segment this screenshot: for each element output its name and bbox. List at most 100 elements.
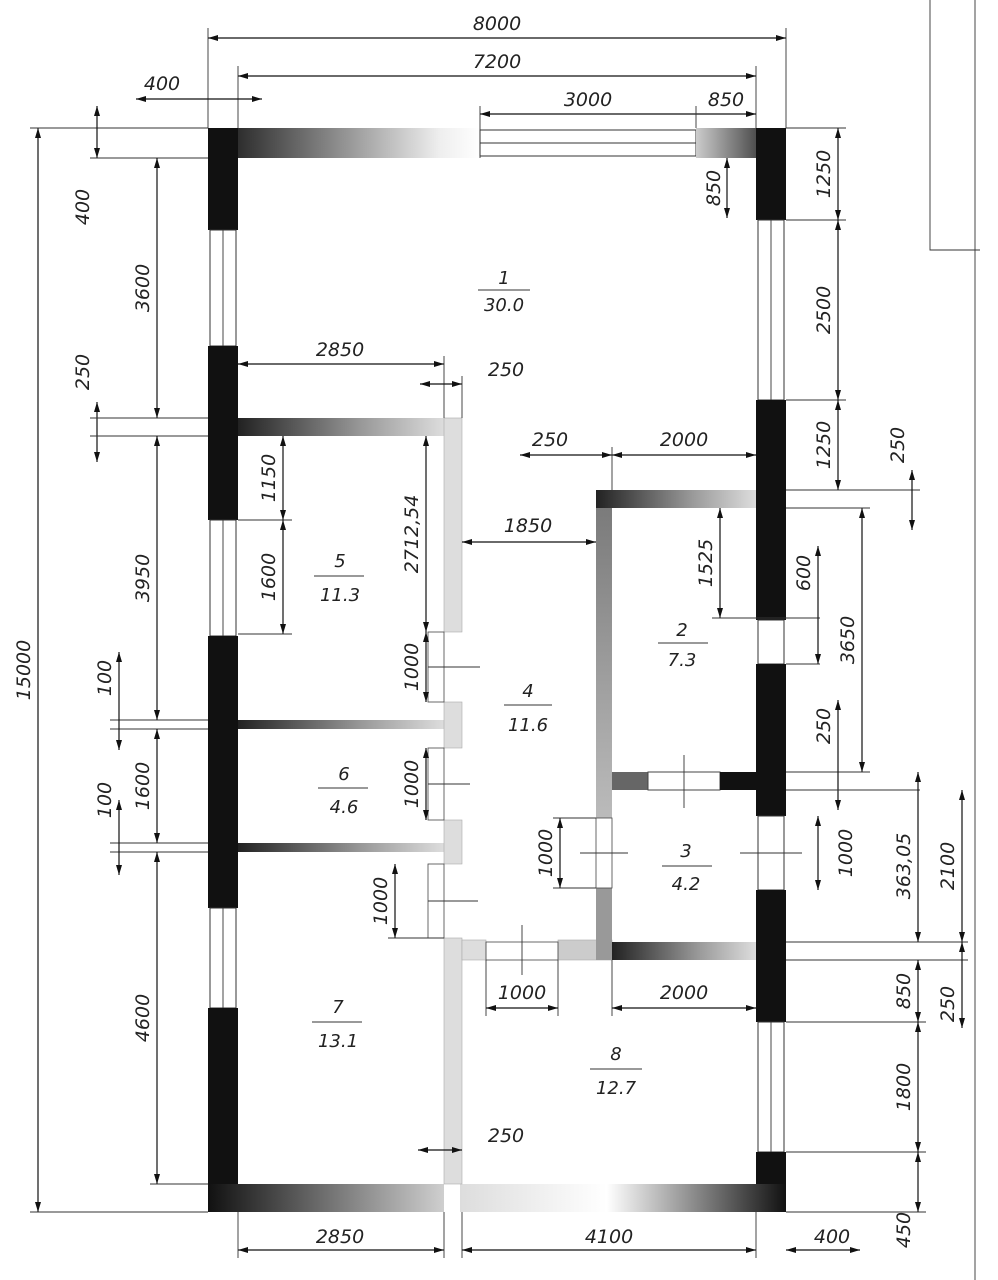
dimension-arrowhead: [835, 800, 841, 810]
room-6: 6 4.6: [318, 764, 368, 818]
left-wall-seg1: [208, 128, 238, 230]
dimension-arrowhead: [835, 400, 841, 410]
dimension-lines: [30, 28, 968, 1258]
bottom-wall-left: [208, 1184, 444, 1212]
dim-top-right-pier-vertical: 850: [703, 170, 725, 206]
partition-room2-left: [596, 490, 612, 818]
dim-top-overall: 8000: [473, 13, 521, 35]
dimension-arrowhead: [208, 35, 218, 41]
dim-wall-250-a: 250: [488, 359, 524, 381]
dimension-arrowhead: [612, 452, 622, 458]
right-wall-seg4: [756, 890, 786, 1022]
dimension-arrowhead: [909, 470, 915, 480]
dimension-arrowhead: [835, 128, 841, 138]
dim-room5-1600: 1600: [258, 553, 280, 601]
dimension-arrowhead: [452, 381, 462, 387]
dimension-arrowhead: [717, 508, 723, 518]
dim-room3-door-left: 1000: [535, 829, 557, 877]
walls: [208, 128, 802, 1212]
dim-right-450: 450: [893, 1212, 915, 1248]
dim-right-250: 250: [887, 427, 909, 463]
dimension-arrowhead: [915, 772, 921, 782]
room-area: 7.3: [668, 650, 697, 671]
room-area: 4.6: [330, 797, 359, 818]
dimension-arrowhead: [94, 148, 100, 158]
dim-room3-363: 363,05: [893, 833, 915, 899]
dimension-arrowhead: [423, 436, 429, 446]
dimension-arrowhead: [850, 1247, 860, 1253]
dimension-arrowhead: [154, 852, 160, 862]
partition-room1-room5: [238, 418, 444, 436]
right-wall-seg1: [756, 128, 786, 220]
room-area: 11.6: [508, 715, 548, 736]
dimension-arrowhead: [717, 608, 723, 618]
dimension-arrowhead: [776, 35, 786, 41]
bottom-wall-right: [460, 1184, 786, 1212]
dimension-labels: 8000 7200 400 3000 850 2850 250 250 2000…: [13, 13, 959, 1248]
dimension-arrowhead: [746, 1005, 756, 1011]
dim-room3-door-right: 1000: [835, 829, 857, 877]
dimension-arrowhead: [859, 508, 865, 518]
dimension-arrowhead: [557, 878, 563, 888]
dimension-arrowhead: [835, 220, 841, 230]
dim-bottom-2850: 2850: [316, 1226, 364, 1248]
dimension-arrowhead: [94, 452, 100, 462]
dim-room2-2000: 2000: [660, 429, 708, 451]
room-8: 8 12.7: [590, 1044, 642, 1099]
dimension-arrowhead: [557, 818, 563, 828]
room-number: 5: [334, 551, 345, 572]
dimension-arrowhead: [392, 928, 398, 938]
dimension-arrowhead: [959, 790, 965, 800]
dim-room8-door: 1000: [498, 982, 546, 1004]
right-wall-seg2: [756, 400, 786, 620]
dim-door-1000-a: 1000: [401, 643, 423, 691]
room-5: 5 11.3: [314, 551, 364, 606]
dimension-arrowhead: [724, 208, 730, 218]
dim-right-2500: 2500: [813, 286, 835, 334]
dimension-arrowhead: [915, 1152, 921, 1162]
dim-left-total: 15000: [13, 640, 35, 700]
dimension-arrowhead: [915, 960, 921, 970]
dimension-arrowhead: [959, 942, 965, 952]
dimension-arrowhead: [909, 520, 915, 530]
dimension-arrowhead: [136, 96, 146, 102]
dimension-arrowhead: [154, 729, 160, 739]
dim-bottom-400: 400: [814, 1226, 850, 1248]
dimension-arrowhead: [835, 700, 841, 710]
dimension-arrowhead: [154, 710, 160, 720]
dimension-arrowhead: [612, 1005, 622, 1011]
dimension-arrowhead: [423, 622, 429, 632]
dim-top-right-pier: 850: [708, 89, 744, 111]
dimension-arrowhead: [724, 158, 730, 168]
left-wall-seg2: [208, 346, 238, 520]
dimension-arrowhead: [420, 381, 430, 387]
dimension-arrowhead: [238, 361, 248, 367]
dimension-arrowhead: [154, 833, 160, 843]
dimension-arrowhead: [154, 158, 160, 168]
dimension-arrowhead: [116, 652, 122, 662]
dimension-arrowhead: [480, 111, 490, 117]
dim-room2-3650: 3650: [837, 616, 859, 664]
dimension-arrowhead: [746, 1247, 756, 1253]
dim-door-1000-b: 1000: [401, 760, 423, 808]
dim-left-250: 250: [72, 354, 94, 390]
dimension-arrowhead: [835, 210, 841, 220]
dim-door-1000-c: 1000: [370, 877, 392, 925]
dimension-arrowhead: [116, 740, 122, 750]
dimension-arrowhead: [915, 1202, 921, 1212]
dimension-arrowhead: [116, 800, 122, 810]
dimension-arrowhead: [280, 624, 286, 634]
partition-room6-room7: [238, 843, 444, 852]
room-area: 12.7: [596, 1078, 637, 1099]
dim-room5-2712: 2712,54: [401, 495, 423, 574]
sheet-frame: [929, 0, 980, 251]
dimension-arrowhead: [786, 1247, 796, 1253]
dim-top-inner: 7200: [473, 51, 521, 73]
dimension-arrowhead: [423, 632, 429, 642]
dimension-arrowhead: [252, 96, 262, 102]
dim-room2-250: 250: [813, 708, 835, 744]
partition-room3-bottom: [612, 942, 756, 960]
dim-left-3950: 3950: [132, 554, 154, 602]
room-area: 13.1: [318, 1031, 358, 1052]
dimension-arrowhead: [434, 361, 444, 367]
